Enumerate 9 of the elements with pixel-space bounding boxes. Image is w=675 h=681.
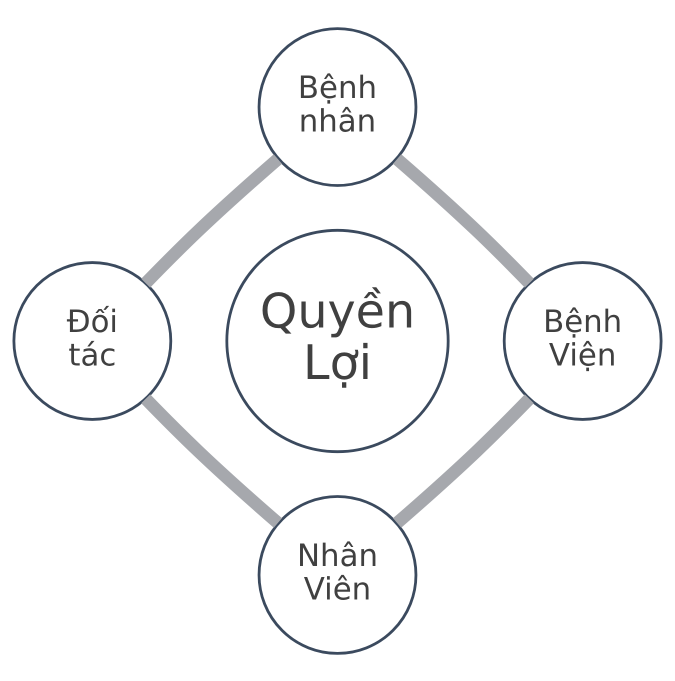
node-circle: Quyền Lợi [225,228,450,453]
node-circle: Nhân Viên [258,494,418,654]
connector [141,394,282,528]
node-circle: Bệnh nhân [258,26,418,186]
connector [392,154,534,288]
connector [141,154,282,288]
connector [392,394,534,528]
node-circle: Đối tác [12,260,172,420]
node-circle: Bệnh Viện [502,260,662,420]
